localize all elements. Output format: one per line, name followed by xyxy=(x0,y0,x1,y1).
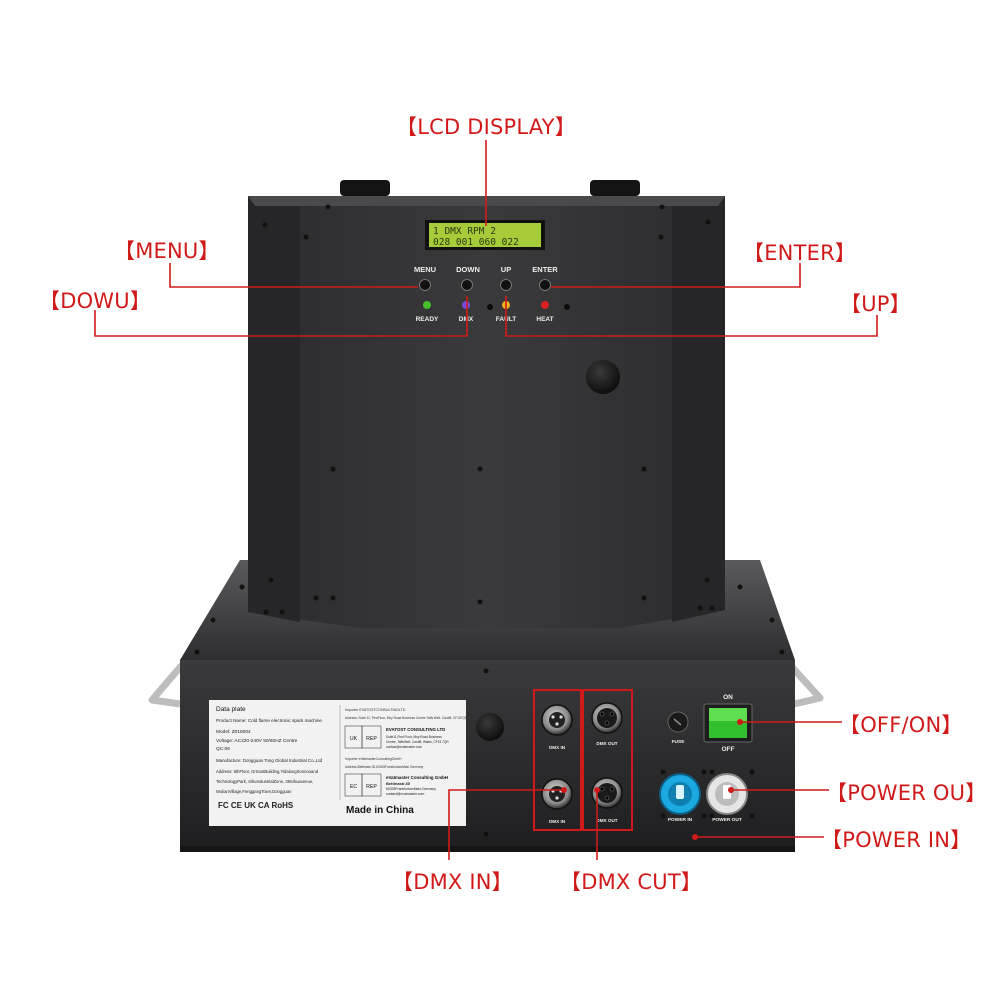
callout-up: 【UP】 xyxy=(840,292,911,316)
callout-dowu: 【DOWU】 xyxy=(39,289,152,313)
uk-line-3: contact@evatmaster.com xyxy=(386,745,422,749)
callout-dmx-in: 【DMX IN】 xyxy=(392,870,513,894)
ready-led xyxy=(423,301,431,309)
uk-address: Address: Suite 11, FirstFloor, Moy Road … xyxy=(345,716,468,720)
up-button-label: UP xyxy=(501,265,511,274)
made-in-china: Made in China xyxy=(346,805,414,816)
product-name: Product Name: Cold flame electronic spar… xyxy=(216,718,322,723)
rep-mark-uk: REP xyxy=(366,736,377,742)
callout-off-on: 【OFF/ON】 xyxy=(839,713,963,737)
heat-led xyxy=(541,301,549,309)
address-1: Address: 5thFloor, GrSootBuilding,Yidalo… xyxy=(216,769,319,774)
voltage: Voltage: AC220-240V 50/60HZ Centre xyxy=(216,738,298,744)
dmx-in-highlight xyxy=(533,689,582,831)
base-knob xyxy=(476,713,504,741)
certification-marks: FC CE UK CA RoHS xyxy=(218,801,294,810)
ec-mark: EC xyxy=(350,784,357,790)
eu-line-2: 60325FrankfurtamMain,Germany xyxy=(386,787,436,791)
dmx-connectors: DMX IN DMX IN DMX OUT DMX OUT xyxy=(533,689,633,831)
importer-uk: Importer EVATOSTCONSULTINGLTD xyxy=(345,708,406,712)
enter-button-label: ENTER xyxy=(532,265,558,274)
callout-power-out: 【POWER OU】 xyxy=(826,781,987,805)
switch-on-label: ON xyxy=(723,694,733,701)
power-in-label: POWER IN xyxy=(668,817,693,823)
address-3: WulianVillage,FenggangTown,Dongguan xyxy=(216,789,292,794)
indicator-dot-2 xyxy=(564,304,570,310)
manufacture: Manufacture: Dongguan Tong Global Indust… xyxy=(216,758,323,763)
heat-label: HEAT xyxy=(536,316,553,323)
power-out-label: POWER OUT xyxy=(712,817,742,823)
fuse-label: FUSE xyxy=(672,739,686,745)
lcd-line-2: 028 001 060 022 xyxy=(433,237,519,248)
down-button[interactable] xyxy=(461,279,473,291)
model: Model: Z016004 xyxy=(216,729,251,735)
data-plate: Data plate Product Name: Cold flame elec… xyxy=(209,700,468,826)
lcd-screen xyxy=(429,223,541,247)
callout-enter: 【ENTER】 xyxy=(743,241,857,265)
eu-company: eVatmaster Consulting GmbH xyxy=(386,775,448,780)
qc: QC:06 xyxy=(216,746,230,752)
menu-button[interactable] xyxy=(419,279,431,291)
callout-menu: 【MENU】 xyxy=(114,239,220,263)
dmx-out-highlight xyxy=(582,689,633,831)
eu-address: Address:Bettinastr.30,60325FrankfurtamMa… xyxy=(345,765,424,769)
importer-eu: Importer eVatmasterConsultingGmbH xyxy=(345,757,402,761)
uk-line-1: Suite11,First Floor, Moy Road Business xyxy=(386,735,442,739)
dmx-led xyxy=(462,301,470,309)
uk-company: EVATOST CONSULTING LTD xyxy=(386,727,445,732)
top-unit: 1 DMX RPM 2 028 001 060 022 MENU DOWN UP… xyxy=(248,180,725,628)
up-button[interactable] xyxy=(500,279,512,291)
eu-line-3: contact@evatmaster.com xyxy=(386,792,424,796)
dmx-in-label-bottom: DMX IN xyxy=(549,819,566,824)
uk-line-2: Centre, TaffsWell, Cardiff, Wales, CF15 … xyxy=(386,740,449,744)
dmx-out-label-top: DMX OUT xyxy=(596,741,617,746)
indicator-dot xyxy=(487,304,493,310)
callout-power-in: 【POWER IN】 xyxy=(821,828,972,852)
uk-mark: UK xyxy=(350,736,358,742)
down-button-label: DOWN xyxy=(456,265,480,274)
switch-off-label: OFF xyxy=(722,746,735,753)
data-plate-title: Data plate xyxy=(216,706,246,713)
dmx-in-label-top: DMX IN xyxy=(549,745,566,750)
callout-lines xyxy=(94,140,878,860)
eu-line-1: Bettinastr.30 xyxy=(386,781,411,786)
callout-dmx-cut: 【DMX CUT】 xyxy=(560,870,703,894)
dmx-out-label-bottom: DMX OUT xyxy=(596,818,617,823)
ready-label: READY xyxy=(416,316,439,323)
lcd-line-1: 1 DMX RPM 2 xyxy=(433,226,496,237)
menu-button-label: MENU xyxy=(414,265,436,274)
callout-lcd-display: 【LCD DISPLAY】 xyxy=(396,115,576,139)
enter-button[interactable] xyxy=(539,279,551,291)
address-2: TechnologyPark, SihuIndustrialZone, 39Si… xyxy=(216,779,313,784)
rear-knob xyxy=(586,360,620,394)
callout-anchors xyxy=(561,719,743,840)
rep-mark-eu: REP xyxy=(366,784,377,790)
